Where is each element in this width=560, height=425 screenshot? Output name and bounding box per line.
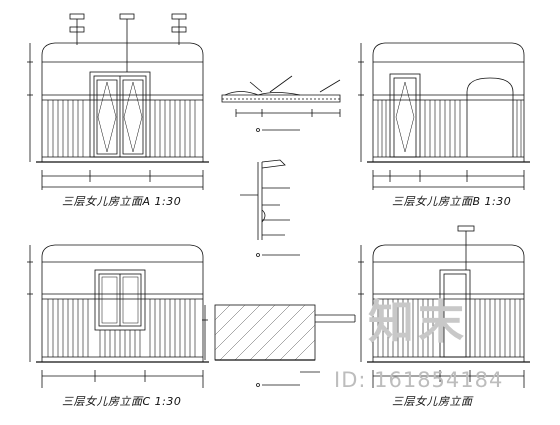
caption-elevation-a: 三层女儿房立面A 1:30	[62, 195, 182, 208]
watermark-logo: 知末	[368, 295, 468, 349]
wainscot-stripes-a	[47, 100, 196, 157]
elevation-d	[358, 225, 530, 388]
detail-section-top	[221, 75, 341, 132]
wainscot-stripes-d	[377, 299, 521, 357]
caption-elevation-c: 三层女儿房立面C 1:30	[62, 395, 182, 408]
caption-elevation-d: 三层女儿房立面	[392, 395, 473, 408]
elevation-b	[358, 42, 530, 190]
detail-hatched-section	[202, 304, 356, 387]
wainscot-stripes-c	[47, 299, 196, 357]
caption-elevation-b: 三层女儿房立面B 1:30	[392, 195, 512, 208]
wainscot-stripes-b	[377, 100, 522, 157]
detail-wall-profile	[240, 159, 300, 257]
watermark-id: ID: 161854184	[334, 368, 504, 392]
elevation-c	[27, 244, 209, 388]
elevation-a	[27, 13, 209, 190]
